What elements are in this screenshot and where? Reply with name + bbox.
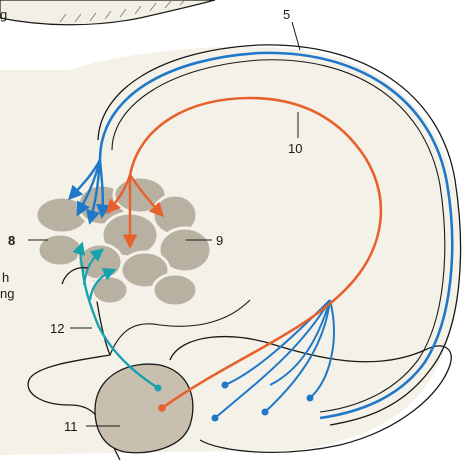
- label-8: 8: [8, 233, 15, 248]
- text-fragment-g: g: [0, 7, 7, 22]
- label-10: 10: [288, 141, 302, 156]
- teal-origin-dot: [155, 385, 162, 392]
- label-5: 5: [283, 7, 290, 22]
- label-9: 9: [216, 233, 223, 248]
- label-12: 12: [50, 321, 64, 336]
- label-11: 11: [64, 419, 78, 434]
- cortex-outline-top: [0, 0, 215, 25]
- text-fragment-h: h: [2, 270, 9, 285]
- text-fragment-ng: ng: [0, 286, 14, 301]
- orange-origin-dot: [158, 404, 166, 412]
